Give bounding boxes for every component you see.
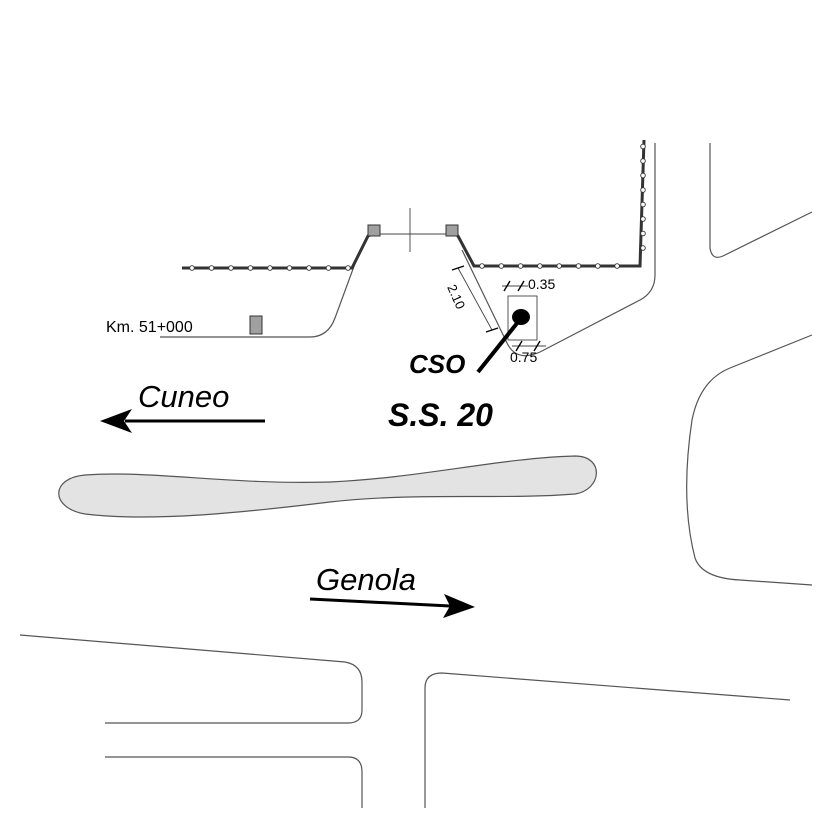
- fence-post: [640, 158, 646, 164]
- road-edge-right-middle: [686, 334, 813, 586]
- road-name-label: S.S. 20: [388, 397, 493, 433]
- dimension-tick-top-right: [517, 280, 525, 292]
- fence-post: [640, 172, 646, 179]
- fence-posts: [189, 143, 646, 271]
- direction-genola-arrow-shaft: [309, 597, 451, 608]
- device-frame: [507, 295, 538, 341]
- road-edge-layby-right: [461, 143, 656, 357]
- fence-post: [640, 201, 646, 208]
- road-edge-bottom-right: [424, 672, 791, 808]
- direction-cuneo-label: Cuneo: [138, 379, 229, 414]
- fence-post: [640, 187, 646, 193]
- road-edge-right-upper: [709, 143, 813, 258]
- fence-line: [182, 230, 377, 270]
- fence-post: [640, 245, 646, 251]
- fence-post: [345, 265, 351, 271]
- dimension-tick-top: [451, 265, 465, 271]
- dimension-tick-top-left: [503, 280, 511, 292]
- road-edge-bottom-left: [19, 634, 363, 724]
- fence-post: [517, 263, 524, 269]
- direction-genola-label: Genola: [316, 562, 416, 597]
- fence-post: [267, 265, 273, 271]
- cso-label: CSO: [409, 349, 465, 379]
- fence-post: [614, 263, 620, 269]
- fence-post: [640, 143, 646, 150]
- fence-post: [479, 263, 485, 269]
- median-island: [58, 455, 597, 518]
- right-road-edges: [686, 143, 813, 586]
- dimension-width-bottom-label: 0.75: [510, 349, 537, 365]
- direction-cuneo-arrow-icon: [100, 409, 132, 433]
- fence-post: [286, 265, 293, 271]
- km-marker-icon: [249, 315, 263, 335]
- road-edge-layby: [160, 249, 361, 338]
- gate-pillar-left: [367, 224, 381, 237]
- dimension-tick-bottom-left: [515, 340, 523, 352]
- road-edge-bottom-left-lower: [105, 756, 363, 808]
- cso-device-marker: [512, 309, 530, 325]
- fence-post: [306, 265, 312, 271]
- fence-post: [537, 263, 543, 269]
- direction-genola-arrow-icon: [443, 594, 475, 618]
- fence-post: [595, 263, 601, 269]
- fence-post: [575, 263, 582, 269]
- cso-leader-line: [476, 320, 520, 374]
- dimension-tick-bottom-right: [533, 340, 541, 352]
- dimension-line-offset: [457, 267, 493, 331]
- fence-post: [247, 265, 254, 271]
- dimension-width-top-label: 0.35: [528, 276, 555, 292]
- fence-post: [556, 263, 562, 269]
- fence: [182, 139, 646, 271]
- fence-post: [189, 265, 195, 271]
- fence-line-right: [451, 139, 646, 268]
- dimension-tick-bottom: [485, 327, 499, 333]
- fence-post: [498, 263, 505, 269]
- gate-pillar-right: [445, 224, 459, 237]
- fence-post: [208, 265, 215, 271]
- fence-post: [640, 230, 646, 237]
- bottom-road-edges: [19, 634, 791, 808]
- dimension-annotations: 2.10 0.35 0.75: [444, 265, 555, 365]
- dimension-offset-label: 2.10: [444, 282, 468, 311]
- fence-post: [640, 216, 646, 222]
- fence-post: [325, 265, 332, 271]
- km-marker-label: Km. 51+000: [106, 319, 193, 336]
- fence-post: [228, 265, 234, 271]
